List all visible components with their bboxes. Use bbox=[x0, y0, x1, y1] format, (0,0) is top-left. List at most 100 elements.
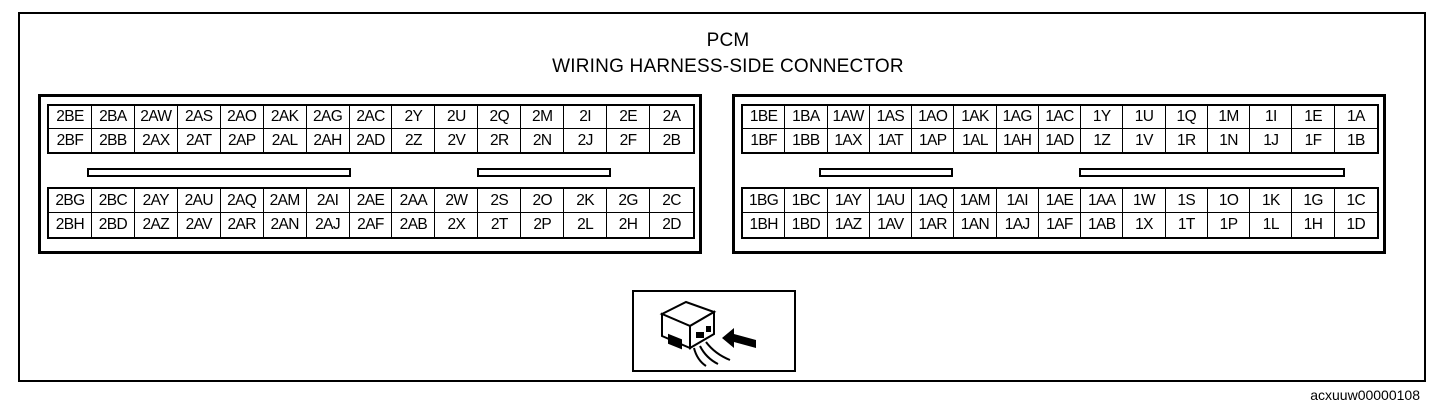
pin-label: 1AT bbox=[870, 129, 913, 152]
pin-label: 2AZ bbox=[135, 213, 178, 237]
diagram-title: PCM bbox=[706, 30, 750, 51]
pin-label: 1Y bbox=[1081, 106, 1124, 129]
pin-label: 1T bbox=[1166, 213, 1208, 237]
pin-label: 2BA bbox=[91, 106, 135, 129]
pin-label: 1BC bbox=[785, 189, 828, 213]
pin-label: 2W bbox=[435, 189, 479, 213]
pin-label: 2M bbox=[521, 106, 565, 129]
pin-label: 1AC bbox=[1038, 106, 1082, 129]
pin-label: 2D bbox=[662, 216, 681, 233]
pin-label: 2AX bbox=[135, 129, 178, 152]
pin-label: 2AS bbox=[177, 106, 221, 129]
pin-label: 1Q bbox=[1165, 106, 1208, 129]
pin-label: 1O bbox=[1207, 189, 1251, 213]
pin-label: 2B bbox=[662, 131, 681, 149]
pin-label: 1W bbox=[1123, 189, 1166, 213]
pin-label: 1H bbox=[1292, 213, 1335, 237]
pin-label: 1BA bbox=[785, 106, 828, 129]
pin-label: 2AJ bbox=[307, 213, 350, 237]
pin-label: 1D bbox=[1346, 216, 1366, 233]
pin-label: 1AY bbox=[827, 189, 870, 213]
pin-label: 1AG bbox=[996, 106, 1039, 129]
pin-label: 1U bbox=[1123, 106, 1166, 129]
diagram-subtitle: WIRING HARNESS-SIDE CONNECTOR bbox=[552, 56, 904, 77]
connector-2-key-left bbox=[87, 168, 351, 177]
image-code-caption: acxuuw00000108 bbox=[1310, 387, 1420, 403]
pin-label: 1AI bbox=[996, 189, 1039, 213]
pin-label: 1AB bbox=[1081, 213, 1124, 237]
pin-label: 1AW bbox=[827, 106, 870, 129]
pin-label: 2C bbox=[650, 189, 693, 213]
pin-label: 2AP bbox=[221, 129, 264, 152]
pin-label: 1AF bbox=[1039, 213, 1082, 237]
pin-label: 2F bbox=[607, 129, 651, 152]
pin-label: 2Y bbox=[392, 106, 436, 129]
pin-label: 2I bbox=[564, 106, 608, 129]
pin-label: 1AX bbox=[828, 129, 870, 152]
connector-harness-side-view-icon bbox=[659, 300, 756, 367]
pin-label: 2K bbox=[564, 189, 608, 213]
pin-label: 2AC bbox=[349, 106, 393, 129]
pin-label: 2BF bbox=[49, 129, 92, 152]
pin-label: 1C bbox=[1334, 189, 1377, 213]
pin-label: 1B bbox=[1346, 131, 1365, 149]
pin-label: 2AH bbox=[307, 129, 350, 152]
pin-label: 2AF bbox=[350, 213, 393, 237]
pin-label: 2J bbox=[564, 129, 608, 152]
pin-label: 2AD bbox=[350, 129, 393, 152]
pin-label: 1A bbox=[1334, 106, 1377, 129]
pin-label: 1AL bbox=[954, 129, 997, 152]
pin-label: 2N bbox=[521, 129, 565, 152]
pin-label: 2AG bbox=[306, 106, 350, 129]
pin-label: 1S bbox=[1165, 189, 1208, 213]
connector-1-key-left bbox=[819, 168, 953, 177]
pin-label: 2AW bbox=[134, 106, 178, 129]
pin-label: 2AM bbox=[263, 189, 307, 213]
pin-label: 1BF bbox=[743, 129, 786, 152]
pin-label: 1AM bbox=[954, 189, 997, 213]
pin-label: 2AV bbox=[178, 213, 221, 237]
pin-label: 2S bbox=[478, 189, 522, 213]
pin-label: 2BD bbox=[92, 213, 135, 237]
pin-label: 2AY bbox=[134, 189, 178, 213]
pin-label: 2A bbox=[650, 106, 693, 129]
pin-label: 2U bbox=[435, 106, 479, 129]
pin-label: 2BG bbox=[49, 189, 92, 213]
pin-label: 1G bbox=[1292, 189, 1335, 213]
pin-label: 1AE bbox=[1038, 189, 1082, 213]
connector-1-key-right bbox=[1079, 168, 1345, 177]
pin-label: 2V bbox=[435, 129, 479, 152]
pin-label: 2AR bbox=[221, 213, 264, 237]
pin-label: 1BE bbox=[743, 106, 786, 129]
pin-label: 2AA bbox=[392, 189, 436, 213]
pin-label: 1AU bbox=[869, 189, 913, 213]
pin-label: 1F bbox=[1292, 129, 1335, 152]
pin-label: 1AV bbox=[870, 213, 913, 237]
pin-label: 2G bbox=[607, 189, 651, 213]
pin-label: 1E bbox=[1292, 106, 1335, 129]
pin-label: 1BH bbox=[743, 213, 786, 237]
pin-label: 1AA bbox=[1081, 189, 1124, 213]
pin-label: 2AE bbox=[349, 189, 393, 213]
pin-label: 2P bbox=[521, 213, 565, 237]
pin-label: 2AI bbox=[306, 189, 350, 213]
pin-label: 2Z bbox=[392, 129, 436, 152]
pin-label: 1AO bbox=[912, 106, 955, 129]
pin-label: 2BC bbox=[91, 189, 135, 213]
pin-label: 2X bbox=[435, 213, 479, 237]
pin-label: 1N bbox=[1208, 129, 1251, 152]
pin-label: 2AQ bbox=[220, 189, 264, 213]
pin-label: 2AK bbox=[263, 106, 307, 129]
pin-label: 2T bbox=[478, 213, 522, 237]
pin-label: 1I bbox=[1250, 106, 1293, 129]
pin-label: 1AP bbox=[912, 129, 955, 152]
pin-label: 2AB bbox=[392, 213, 436, 237]
pin-label: 1AS bbox=[869, 106, 913, 129]
pin-label: 1AR bbox=[912, 213, 955, 237]
pin-label: 2O bbox=[521, 189, 565, 213]
pin-label: 1R bbox=[1166, 129, 1208, 152]
